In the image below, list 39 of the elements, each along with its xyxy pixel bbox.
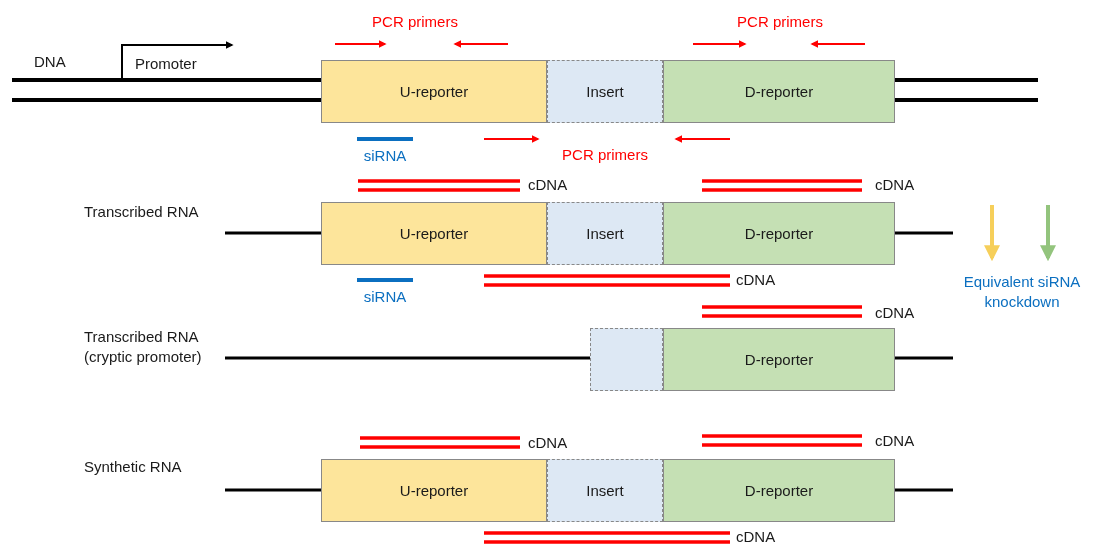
insert-box [547,60,663,123]
box-label: D-reporter [744,225,814,242]
u-reporter-box [321,459,547,522]
cdna-label: cDNA [875,303,915,323]
cdna-label: cDNA [736,527,776,545]
sirna-label: siRNA [363,146,407,166]
box-label: D-reporter [744,482,814,499]
cdna-label: cDNA [875,175,915,195]
strand-label: DNA [34,52,66,72]
insert-box [547,202,663,265]
primer-label: PCR primers [372,12,458,32]
promoter-label: Promoter [135,54,197,74]
rna-label: Transcribed RNA [84,202,199,222]
box-label: U-reporter [399,225,469,242]
box-label: Insert [586,482,624,499]
box-label: U-reporter [399,482,469,499]
sirna-label: siRNA [363,287,407,307]
box-label: D-reporter [744,351,814,368]
u-reporter-box [321,202,547,265]
box-label: Insert [586,225,624,242]
insert-box [547,459,663,522]
box-label: D-reporter [744,83,814,100]
box-label: Insert [586,83,624,100]
u-reporter-box [321,60,547,123]
box-label: U-reporter [399,83,469,100]
primer-label: PCR primers [737,12,823,32]
cdna-label: cDNA [875,431,915,451]
d-reporter-box [663,459,895,522]
cdna-label: cDNA [528,433,568,453]
cdna-label: cDNA [528,175,568,195]
primer-label: PCR primers [562,145,648,165]
insert-box [590,328,663,391]
knockdown-note: Equivalent siRNA knockdown [962,272,1082,312]
d-reporter-box [663,328,895,391]
d-reporter-box [663,202,895,265]
cdna-label: cDNA [736,270,776,290]
rna-label: Synthetic RNA [84,457,182,477]
d-reporter-box [663,60,895,123]
rna-label: Transcribed RNA (cryptic promoter) [84,327,203,367]
